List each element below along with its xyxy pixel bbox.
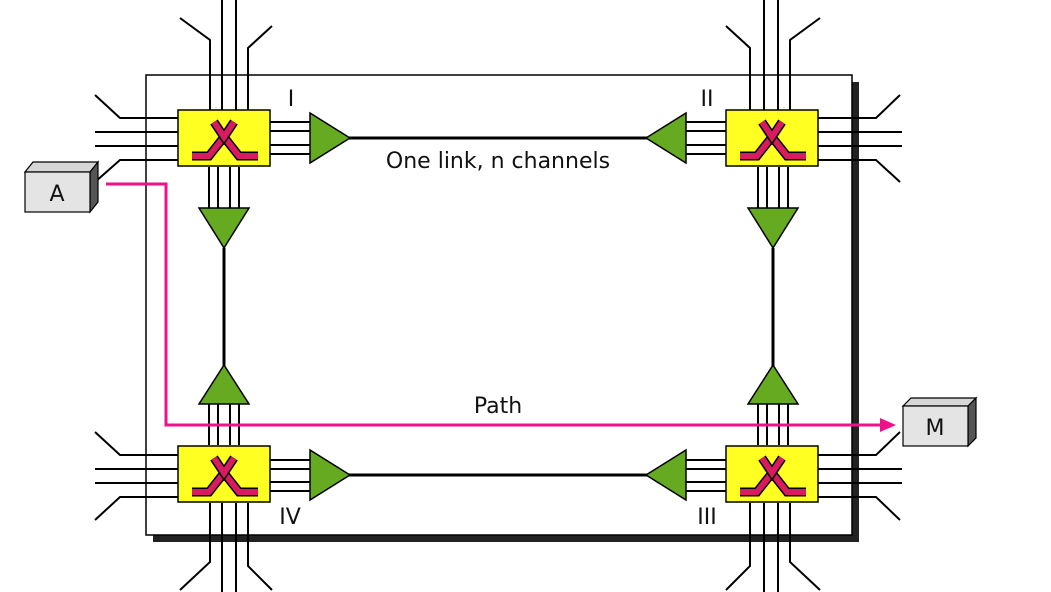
switch-iii	[726, 446, 818, 502]
arrow-iv-right	[309, 448, 352, 502]
switch-iv	[178, 446, 270, 502]
multiplexer-arrows	[197, 111, 800, 502]
path-arrowhead	[880, 418, 896, 432]
switch-i	[178, 110, 270, 166]
external-lines	[94, 0, 902, 592]
arrow-i-down	[197, 207, 251, 250]
device-m: M	[901, 396, 978, 448]
switch-ii-label: II	[701, 87, 714, 112]
arrow-iii-up	[746, 363, 800, 405]
network-links	[222, 136, 775, 477]
switch-i-label: I	[288, 87, 295, 112]
switch-iii-label: III	[697, 505, 716, 530]
path-label: Path	[474, 394, 522, 419]
device-a-label: A	[49, 182, 64, 207]
switch-ii	[726, 110, 818, 166]
arrow-i-right	[309, 111, 352, 165]
device-m-label: M	[926, 416, 945, 441]
arrow-iv-up	[197, 363, 251, 405]
arrow-ii-down	[746, 207, 800, 250]
path-line	[106, 182, 896, 432]
arrow-ii-left	[644, 111, 687, 165]
link-label: One link, n channels	[386, 149, 610, 174]
device-a: A	[23, 160, 100, 214]
switch-iv-label: IV	[279, 505, 301, 530]
arrow-iii-left	[644, 448, 687, 502]
